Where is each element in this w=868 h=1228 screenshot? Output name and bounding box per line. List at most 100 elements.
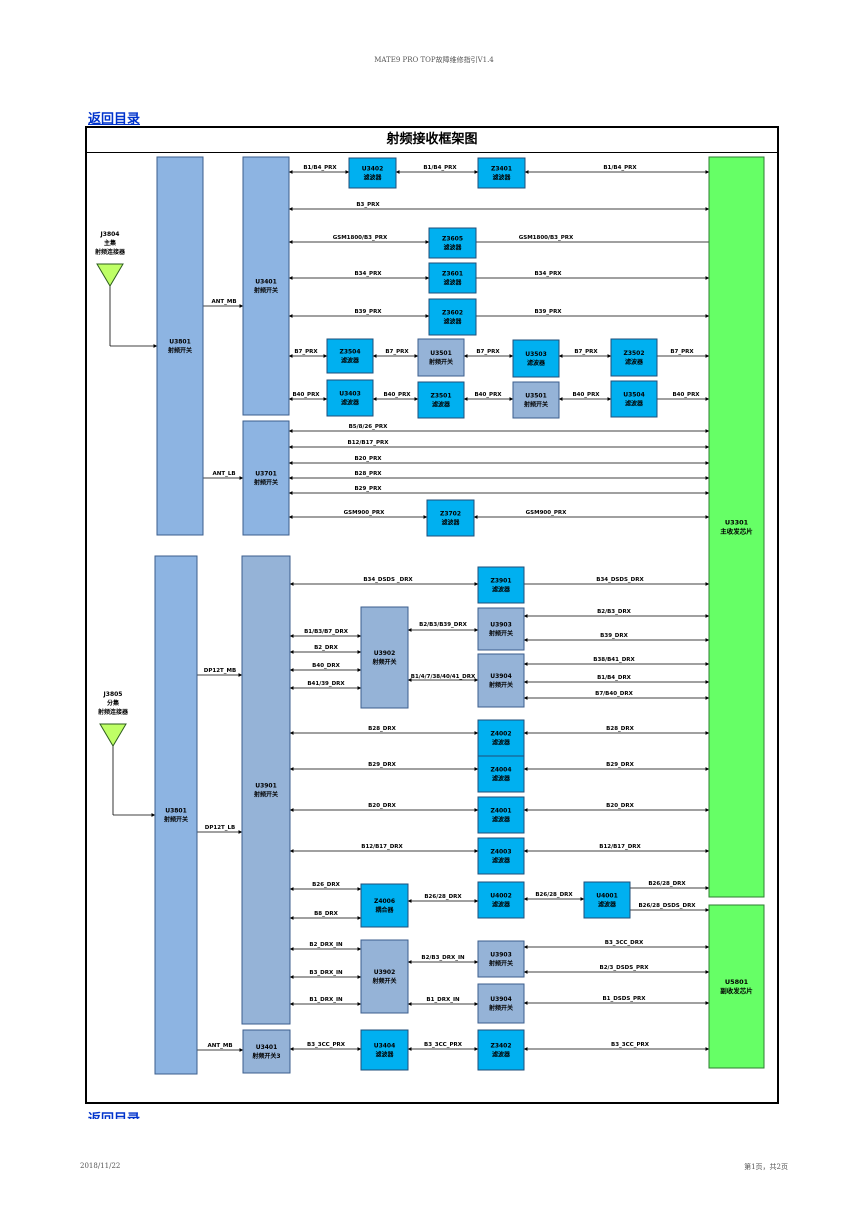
block-label-u3401b-1: 射频开关3 xyxy=(251,1052,280,1060)
block-label-z3504-1: 滤波器 xyxy=(341,357,360,365)
signal-label-b29a: B29_DRX xyxy=(368,762,396,768)
block-label-u3903a-0: U3903 xyxy=(490,622,512,629)
block-label-u3501b-0: U3501 xyxy=(525,393,547,400)
block-z4001 xyxy=(477,796,525,834)
connector-label-j3805-2: 射频连接器 xyxy=(97,708,129,716)
block-label-u4002-0: U4002 xyxy=(490,893,512,900)
block-label-z3702-1: 滤波器 xyxy=(441,519,460,527)
signal-label-b28a: B28_DRX xyxy=(368,726,396,732)
block-label-u3404-0: U3404 xyxy=(374,1043,396,1050)
signal-label-b39a: B39_PRX xyxy=(354,309,382,315)
signal-label-b7b40: B7/B40_DRX xyxy=(595,691,633,697)
block-label-z3401-1: 滤波器 xyxy=(492,174,511,182)
signal-label-b7e: B7_PRX xyxy=(670,349,694,355)
block-label-u3501b-1: 射频开关 xyxy=(523,401,548,409)
block-label-u5801-1: 副收发芯片 xyxy=(720,986,753,995)
block-z3502 xyxy=(610,338,658,377)
back-to-contents-link-bottom[interactable]: 返回目录 xyxy=(88,1108,140,1119)
signal-label-b40c: B40_PRX xyxy=(474,392,502,398)
block-label-z4001-1: 滤波器 xyxy=(492,816,511,824)
footer-page: 第1页，共2页 xyxy=(744,1163,788,1171)
document-header: MATE9 PRO TOP故障维修指引V1.4 xyxy=(374,56,494,64)
signal-label-ant_lb: ANT_LB xyxy=(212,471,235,477)
signal-label-b1b4a: B1/B4_PRX xyxy=(303,165,337,171)
block-z4004 xyxy=(477,755,525,793)
block-label-z3602-0: Z3602 xyxy=(442,310,463,317)
signal-label-b1dsds: B1_DSDS_PRX xyxy=(602,996,646,1002)
block-label-u3403-0: U3403 xyxy=(339,391,361,398)
block-label-z3501-1: 滤波器 xyxy=(432,401,451,409)
block-label-u3401b-0: U3401 xyxy=(256,1044,278,1051)
signal-label-b2628out: B26/28_DRX xyxy=(648,881,686,887)
block-u3701 xyxy=(242,420,290,536)
block-label-z3502-0: Z3502 xyxy=(623,350,644,357)
block-label-u3801b-1: 射频开关 xyxy=(163,816,188,824)
block-u5801 xyxy=(708,904,765,1069)
signal-label-b12b: B12/B17_DRX xyxy=(599,844,641,850)
block-label-u3904b-1: 射频开关 xyxy=(488,1004,513,1012)
signal-label-b8drx: B8_DRX xyxy=(314,911,339,917)
signal-label-b5826: B5/8/26_PRX xyxy=(349,424,389,430)
block-label-z4006-1: 耦合器 xyxy=(375,906,394,914)
signal-label-b7c: B7_PRX xyxy=(476,349,500,355)
block-label-u4001-0: U4001 xyxy=(596,893,618,900)
signal-label-b34dsdsb: B34_DSDS_DRX xyxy=(596,577,644,583)
block-label-u3503-1: 滤波器 xyxy=(527,359,546,367)
block-u3902b xyxy=(360,939,409,1014)
signal-label-gsm900b: GSM900_PRX xyxy=(526,510,567,516)
signal-label-b7b: B7_PRX xyxy=(385,349,409,355)
block-u3902a xyxy=(360,606,409,709)
block-label-u3402-1: 滤波器 xyxy=(363,174,382,182)
signal-label-b34a: B34_PRX xyxy=(354,271,382,277)
signal-label-b1b4b: B1/B4_PRX xyxy=(423,165,457,171)
footer-date: 2018/11/22 xyxy=(80,1162,121,1170)
block-u4002 xyxy=(477,881,525,919)
block-label-u3401-0: U3401 xyxy=(255,279,277,286)
signal-label-b39out: B39_DRX xyxy=(600,633,628,639)
block-label-u3501a-1: 射频开关 xyxy=(428,358,453,366)
connector-label-j3804-2: 射频连接器 xyxy=(94,248,126,256)
block-label-z3401-0: Z3401 xyxy=(491,166,512,173)
block-label-u3701-0: U3701 xyxy=(255,471,277,478)
signal-label-b38b41: B38/B41_DRX xyxy=(593,657,635,663)
block-label-u3401-1: 射频开关 xyxy=(253,287,278,295)
diagram-frame: 射频接收框架图 xyxy=(85,126,779,1104)
signal-label-b2628dsds: B26/28_DSDS_DRX xyxy=(638,903,696,909)
block-label-u3902a-1: 射频开关 xyxy=(371,658,396,666)
block-label-u3301-0: U3301 xyxy=(725,519,749,527)
block-label-z3501-0: Z3501 xyxy=(430,393,451,400)
signal-label-b29b: B29_DRX xyxy=(606,762,634,768)
signal-label-b40d: B40_PRX xyxy=(572,392,600,398)
block-label-z3601-0: Z3601 xyxy=(442,271,463,278)
signal-label-gsm1800a: GSM1800/B3_PRX xyxy=(333,235,388,241)
signal-label-b1b4out: B1/B4_DRX xyxy=(597,675,632,681)
block-u4001 xyxy=(583,881,631,919)
block-u3901 xyxy=(241,555,291,1025)
signal-label-b33cc: B3_3CC_DRX xyxy=(605,940,644,946)
block-z4003 xyxy=(477,837,525,875)
signal-label-b33ccprxb: B3_3CC_PRX xyxy=(424,1042,463,1048)
signal-label-b39b: B39_PRX xyxy=(534,309,562,315)
block-label-u3504-1: 滤波器 xyxy=(625,400,644,408)
antenna-icon-j3805 xyxy=(99,723,127,747)
block-u3402 xyxy=(348,157,397,189)
signal-label-b1b3b7: B1/B3/B7_DRX xyxy=(304,629,349,635)
block-u3904a xyxy=(477,653,525,708)
block-label-u3301-1: 主收发芯片 xyxy=(720,527,753,536)
signal-label-b34b: B34_PRX xyxy=(534,271,562,277)
block-label-z3601-1: 滤波器 xyxy=(443,279,462,287)
back-to-contents-link[interactable]: 返回目录 xyxy=(88,112,141,127)
block-label-z3402-0: Z3402 xyxy=(490,1043,511,1050)
block-label-u3903a-1: 射频开关 xyxy=(488,630,513,638)
signal-label-b40e: B40_PRX xyxy=(672,392,700,398)
signal-label-b7a: B7_PRX xyxy=(294,349,318,355)
signal-label-b7d: B7_PRX xyxy=(574,349,598,355)
block-label-z3402-1: 滤波器 xyxy=(492,1051,511,1059)
block-u3801a xyxy=(156,156,204,536)
block-label-z4006-0: Z4006 xyxy=(374,898,395,905)
block-label-z4001-0: Z4001 xyxy=(490,808,511,815)
block-z3504 xyxy=(326,338,374,374)
signal-label-ant_mb2: ANT_MB xyxy=(207,1043,232,1049)
block-u3903a xyxy=(477,607,525,651)
block-label-z3602-1: 滤波器 xyxy=(443,318,462,326)
